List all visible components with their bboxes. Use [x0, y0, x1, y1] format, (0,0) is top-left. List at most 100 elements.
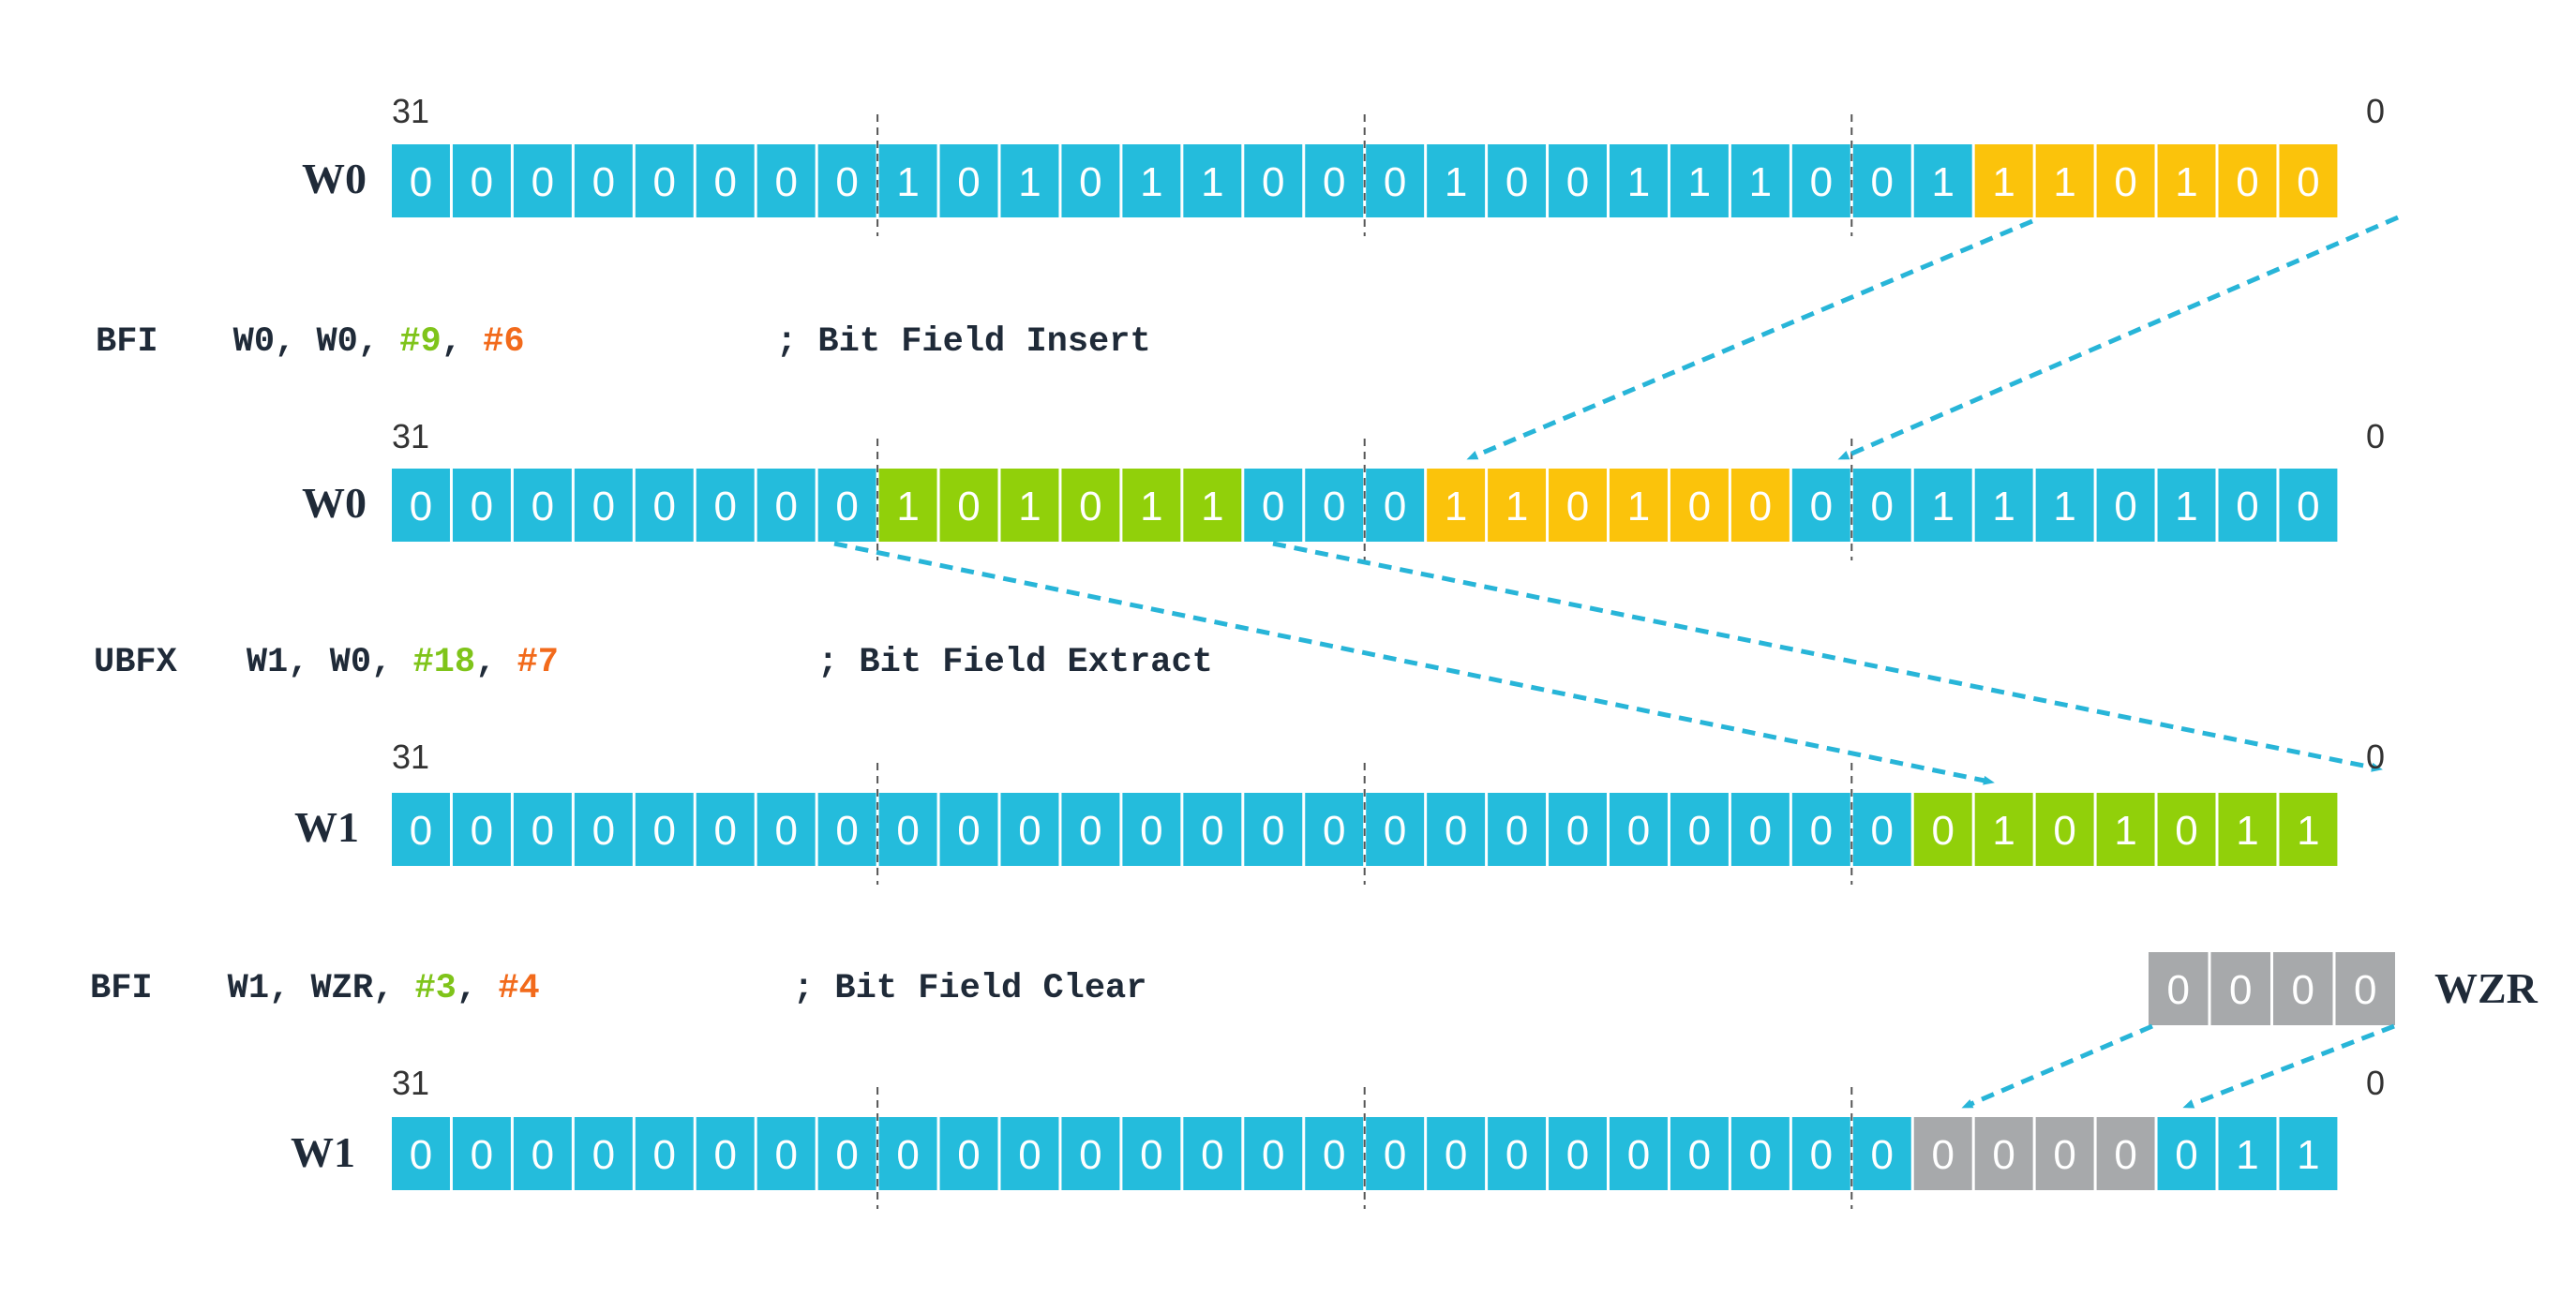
instruction-comment: ; Bit Field Extract [817, 643, 1213, 682]
bit-cell [1183, 793, 1242, 866]
bit-cell [817, 1117, 876, 1190]
bit-cell [2279, 793, 2338, 866]
bit-value: 0 [2114, 1132, 2136, 1178]
bit-cell [1913, 793, 1972, 866]
bit-value: 0 [713, 808, 736, 854]
bit-value: 1 [1627, 484, 1650, 529]
bit-cell [2035, 793, 2094, 866]
bit-value: 0 [1018, 808, 1041, 854]
bit-cell [1061, 469, 1120, 542]
bit-cell [1913, 144, 1972, 217]
bit-cell [1610, 1117, 1668, 1190]
bit-value: 0 [1810, 159, 1833, 205]
bit-cell [2035, 1117, 2094, 1190]
bit-cell [1122, 793, 1181, 866]
bit-cell [452, 144, 511, 217]
bit-value: 0 [1079, 808, 1101, 854]
bit-cell [635, 144, 694, 217]
bit-cell [878, 793, 937, 866]
bit-move-arrow [1837, 215, 2399, 460]
register-name-row1: W0 [302, 155, 367, 202]
bit-value: 1 [1931, 484, 1954, 529]
bit-value: 0 [835, 808, 858, 854]
operand-separator: , [456, 969, 499, 1008]
bit-cell [2157, 469, 2216, 542]
bit-cell [635, 1117, 694, 1190]
bit-value: 0 [774, 1132, 797, 1178]
bit-value: 0 [835, 1132, 858, 1178]
bit-value: 0 [896, 808, 919, 854]
operands: W0, W0, [232, 322, 400, 362]
bit-value: 0 [1749, 1132, 1772, 1178]
bit-value: 0 [1688, 1132, 1711, 1178]
bit-value: 0 [1384, 484, 1406, 529]
bit-cell [1244, 144, 1303, 217]
bit-value: 0 [1992, 1132, 2014, 1178]
bit-cell [2218, 1117, 2277, 1190]
bit-cell [1791, 144, 1850, 217]
bit-cell [1974, 1117, 2033, 1190]
lsb-label-row4: 0 [2366, 1064, 2386, 1102]
bit-value: 0 [774, 808, 797, 854]
zero-register-name: WZR [2434, 964, 2538, 1012]
bit-cell [1730, 1117, 1790, 1190]
bit-value: 0 [896, 1132, 919, 1178]
bit-value: 0 [1566, 808, 1589, 854]
bit-value: 1 [1201, 159, 1223, 205]
bit-cell [452, 1117, 511, 1190]
bit-value: 0 [410, 808, 432, 854]
bit-value: 0 [1323, 808, 1345, 854]
bit-cell [2157, 144, 2216, 217]
bit-cell [1974, 469, 2033, 542]
bit-cell [878, 1117, 937, 1190]
bit-value: 1 [1505, 484, 1528, 529]
bit-cell [1244, 793, 1303, 866]
bit-move-arrow [1466, 218, 2033, 460]
bit-value: 1 [1992, 484, 2014, 529]
operand-width: #4 [498, 969, 540, 1008]
bit-value: 1 [2053, 159, 2075, 205]
bit-value: 0 [1262, 1132, 1284, 1178]
bit-cell [1366, 1117, 1425, 1190]
bit-value: 0 [1079, 484, 1101, 529]
bit-cell [1974, 144, 2033, 217]
bit-cell [1670, 1117, 1729, 1190]
operands: W1, W0, [246, 643, 413, 682]
bit-cell [1122, 1117, 1181, 1190]
bit-cell [939, 1117, 998, 1190]
bit-value: 1 [2114, 808, 2136, 854]
bit-cell [513, 793, 572, 866]
bit-value: 1 [1445, 484, 1467, 529]
bit-cell [1427, 1117, 1486, 1190]
bit-value: 1 [2236, 1132, 2258, 1178]
bit-cell [635, 793, 694, 866]
bit-value: 0 [1566, 1132, 1589, 1178]
bit-cell [1305, 1117, 1364, 1190]
bit-value: 1 [2053, 484, 2075, 529]
bit-value: 0 [2354, 967, 2376, 1013]
operands: W1, WZR, [227, 969, 415, 1008]
bit-cell [1791, 793, 1850, 866]
bit-value: 0 [1384, 1132, 1406, 1178]
bit-cell [574, 1117, 633, 1190]
bit-cell [756, 793, 816, 866]
bit-value: 1 [1992, 159, 2014, 205]
bit-cell [696, 1117, 755, 1190]
bit-cell [1549, 469, 1607, 542]
bit-cell [1183, 144, 1242, 217]
bit-value: 0 [2236, 484, 2258, 529]
bit-value: 0 [1079, 1132, 1101, 1178]
bit-value: 0 [1262, 808, 1284, 854]
bit-value: 0 [1323, 484, 1345, 529]
bit-cell [452, 469, 511, 542]
bit-move-arrows [833, 215, 2399, 1109]
msb-label-row1: 31 [392, 92, 430, 130]
bit-value: 0 [1445, 1132, 1467, 1178]
bit-value: 1 [2297, 808, 2319, 854]
bit-cell [2096, 793, 2155, 866]
bit-cell [2157, 1117, 2216, 1190]
bit-value: 1 [1931, 159, 1954, 205]
